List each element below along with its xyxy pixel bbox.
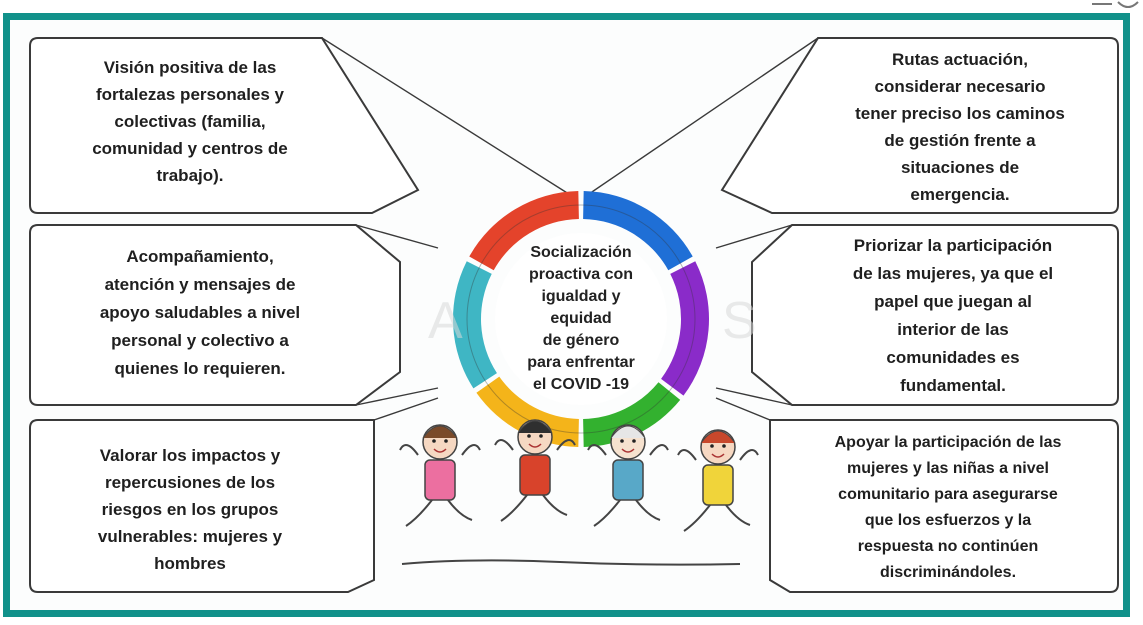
box-bottom-left-text: Valorar los impactos y repercusiones de … [97, 445, 283, 573]
corner-fragment-icon [1092, 1, 1139, 8]
box-middle-left-shape [29, 224, 401, 406]
connector-bottom-right [715, 397, 771, 421]
box-middle-right-shape [751, 224, 1119, 406]
box-bottom-left-shape [29, 419, 375, 593]
center-title: Socialización proactiva con igualdad y e… [527, 244, 635, 393]
child-figure [587, 424, 669, 527]
box-top-left-text: Visión positiva de las fortalezas person… [92, 57, 288, 185]
children-jumping-icon [399, 419, 759, 532]
watermark-letter-left: A [428, 292, 463, 350]
ring-segment-teal [453, 261, 497, 389]
connector-middle-left-top [355, 224, 439, 249]
child-figure [677, 429, 759, 532]
connector-top-left [321, 37, 573, 197]
connector-lines [321, 37, 819, 421]
ring-segment-green [583, 382, 681, 447]
connector-bottom-left [373, 397, 439, 421]
connector-top-right [585, 37, 819, 197]
ring-segment-blue [583, 191, 693, 271]
box-bottom-right-text: Apoyar la participación de las mujeres y… [834, 434, 1062, 581]
box-bottom-right-shape [769, 419, 1119, 593]
ring-segment-purple [661, 261, 709, 396]
center-ring [453, 191, 709, 447]
ground-line [401, 559, 741, 566]
connector-middle-right-top [715, 224, 793, 249]
child-figure [494, 419, 576, 522]
child-figure [399, 424, 481, 527]
center-circle [495, 233, 667, 405]
watermark-letter-right: S [722, 292, 757, 350]
text-boxes [29, 37, 1119, 593]
connector-middle-left-bottom [355, 387, 439, 406]
box-top-right-shape [720, 37, 1119, 214]
ring-segment-red [469, 191, 579, 271]
ring-segment-yellow [476, 376, 579, 447]
box-middle-right-text: Priorizar la participación de las mujere… [852, 236, 1054, 395]
connector-middle-right-bottom [715, 387, 793, 406]
box-middle-left-text: Acompañamiento, atención y mensajes de a… [99, 247, 301, 378]
watermark: A S [428, 292, 757, 350]
box-top-right-text: Rutas actuación, considerar necesario te… [855, 50, 1065, 204]
ring-guide-line [466, 204, 696, 434]
box-top-left-shape [29, 37, 420, 214]
